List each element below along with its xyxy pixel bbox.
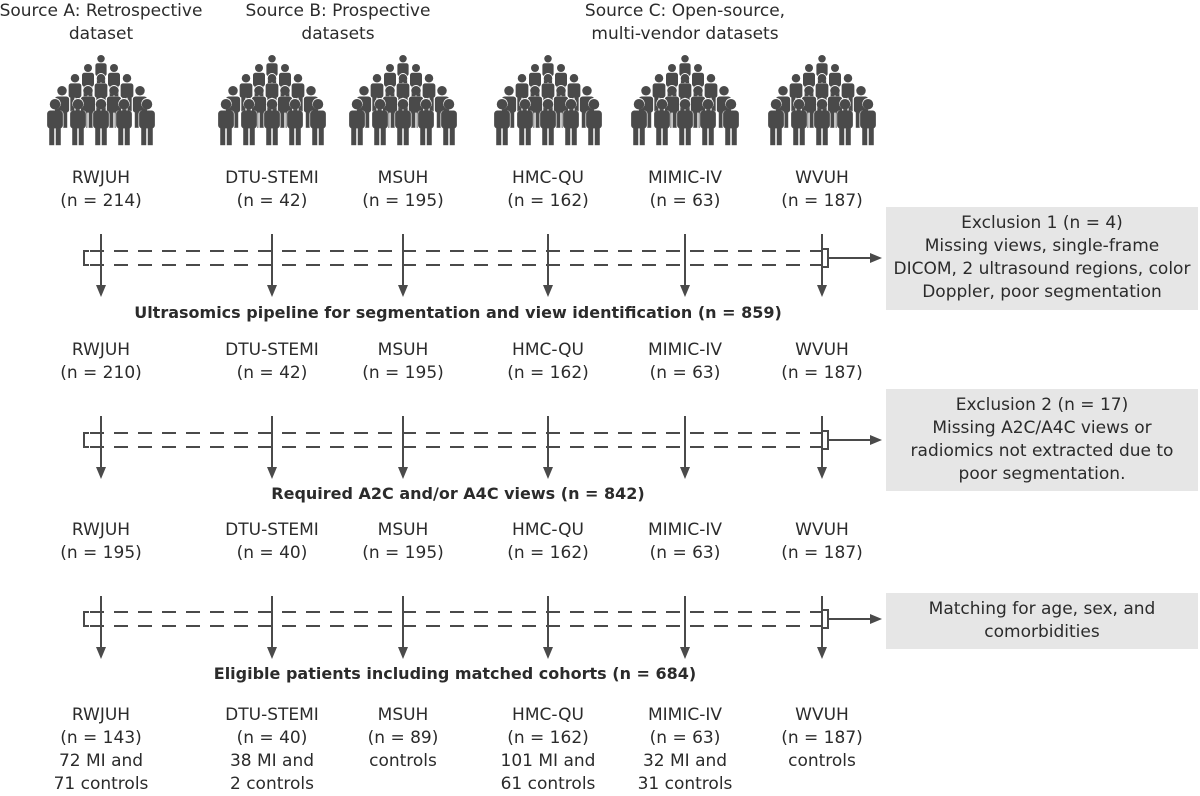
- people-crowd-icon-hmc-qu: [493, 54, 603, 148]
- stage2-site-hmc-qu: HMC-QU(n = 162): [507, 520, 589, 563]
- connector-stage-1: [83, 234, 882, 297]
- down-arrow-icon-mimic-iv-1: [680, 285, 690, 297]
- down-arrow-icon-dtu-stemi-1: [267, 285, 277, 297]
- people-crowd-icon-mimic-iv: [630, 54, 740, 148]
- stage0-site-dtu-stemi: DTU-STEMI(n = 42): [225, 168, 319, 211]
- step-required-views: Required A2C and/or A4C views (n = 842): [271, 484, 645, 503]
- connector-stage-2: [83, 416, 882, 479]
- stage2-site-wvuh: WVUH(n = 187): [781, 520, 863, 563]
- exclusion-1-box: Exclusion 1 (n = 4) Missing views, singl…: [886, 207, 1198, 310]
- stage2-site-msuh: MSUH(n = 195): [362, 520, 444, 563]
- down-arrow-icon-hmc-qu-2: [543, 467, 553, 479]
- down-arrow-icon-dtu-stemi-3: [267, 647, 277, 659]
- stage2-site-rwjuh: RWJUH(n = 195): [60, 520, 142, 563]
- down-arrow-icon-mimic-iv-3: [680, 647, 690, 659]
- final-site-wvuh: WVUH(n = 187)controls: [781, 705, 863, 771]
- stage2-site-mimic-iv: MIMIC-IV(n = 63): [647, 520, 723, 563]
- stage0-site-hmc-qu: HMC-QU(n = 162): [507, 168, 589, 211]
- stage1-site-mimic-iv: MIMIC-IV(n = 63): [647, 340, 723, 383]
- source-c-header: Source C: Open-source, multi-vendor data…: [584, 1, 786, 44]
- people-crowd-icon-dtu-stemi: [217, 54, 327, 148]
- stage0-site-wvuh: WVUH(n = 187): [781, 168, 863, 211]
- matching-box: Matching for age, sex, and comorbidities: [886, 593, 1198, 649]
- stage1-site-dtu-stemi: DTU-STEMI(n = 42): [225, 340, 319, 383]
- stage1-site-msuh: MSUH(n = 195): [362, 340, 444, 383]
- down-arrow-icon-wvuh-1: [817, 285, 827, 297]
- down-arrow-icon-hmc-qu-3: [543, 647, 553, 659]
- down-arrow-icon-wvuh-3: [817, 647, 827, 659]
- down-arrow-icon-dtu-stemi-2: [267, 467, 277, 479]
- down-arrow-icon-hmc-qu-1: [543, 285, 553, 297]
- connector-stage-3: [83, 596, 882, 659]
- down-arrow-icon-rwjuh-3: [96, 647, 106, 659]
- down-arrow-icon-msuh-2: [398, 467, 408, 479]
- people-crowd-icon-wvuh: [767, 54, 877, 148]
- down-arrow-icon-msuh-3: [398, 647, 408, 659]
- people-crowd-icon-msuh: [348, 54, 458, 148]
- people-crowd-icon-rwjuh: [46, 54, 156, 148]
- stage2-site-dtu-stemi: DTU-STEMI(n = 40): [225, 520, 319, 563]
- down-arrow-icon-rwjuh-1: [96, 285, 106, 297]
- stage0-site-mimic-iv: MIMIC-IV(n = 63): [647, 168, 723, 211]
- final-site-msuh: MSUH(n = 89)controls: [367, 705, 439, 771]
- exclusion-2-box: Exclusion 2 (n = 17) Missing A2C/A4C vie…: [886, 389, 1198, 491]
- step-ultrasomics-pipeline: Ultrasomics pipeline for segmentation an…: [134, 303, 782, 322]
- source-b-header: Source B: Prospective datasets: [245, 1, 431, 44]
- stage1-site-hmc-qu: HMC-QU(n = 162): [507, 340, 589, 383]
- down-arrow-icon-mimic-iv-2: [680, 467, 690, 479]
- stage1-site-wvuh: WVUH(n = 187): [781, 340, 863, 383]
- source-a-header: Source A: Retrospective dataset: [0, 1, 203, 44]
- stage1-site-rwjuh: RWJUH(n = 210): [60, 340, 142, 383]
- down-arrow-icon-msuh-1: [398, 285, 408, 297]
- stage0-site-rwjuh: RWJUH(n = 214): [60, 168, 142, 211]
- step-eligible-patients: Eligible patients including matched coho…: [213, 664, 697, 683]
- down-arrow-icon-wvuh-2: [817, 467, 827, 479]
- stage0-site-msuh: MSUH(n = 195): [362, 168, 444, 211]
- down-arrow-icon-rwjuh-2: [96, 467, 106, 479]
